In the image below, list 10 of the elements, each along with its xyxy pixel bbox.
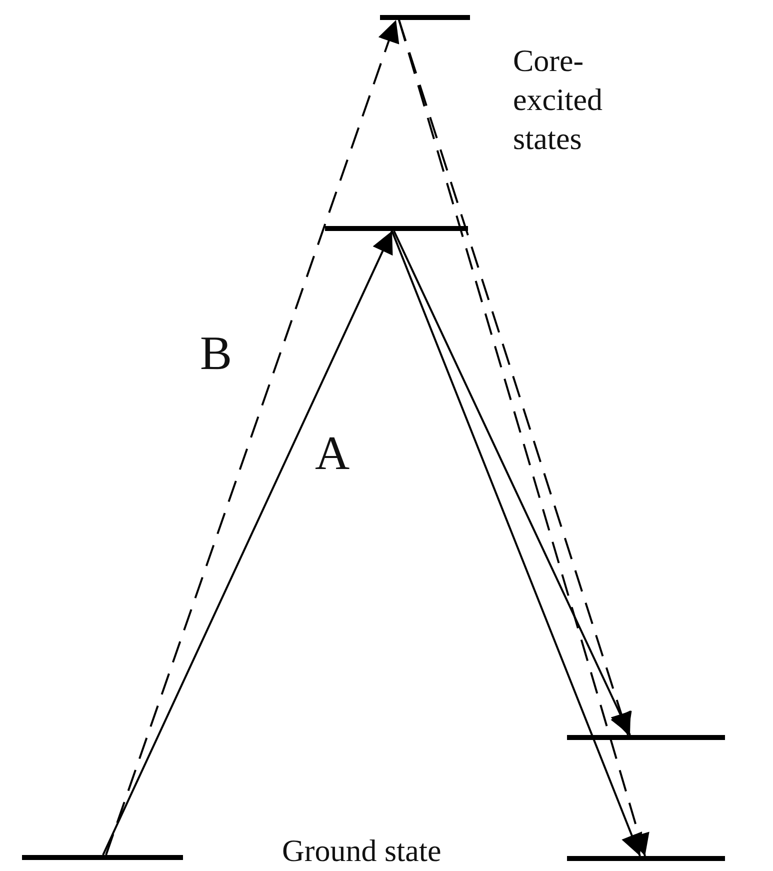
dashed-arrow	[105, 20, 400, 856]
arrow	[391, 230, 642, 856]
edge-label: B	[200, 330, 232, 378]
arrow	[102, 230, 393, 856]
edge-label: A	[315, 430, 350, 478]
dashed-arrow	[398, 20, 632, 736]
state-label: Ground state	[282, 832, 442, 870]
arrow	[393, 230, 631, 736]
dashed-arrow	[398, 20, 650, 856]
state-label: Core-excited states	[513, 42, 604, 158]
